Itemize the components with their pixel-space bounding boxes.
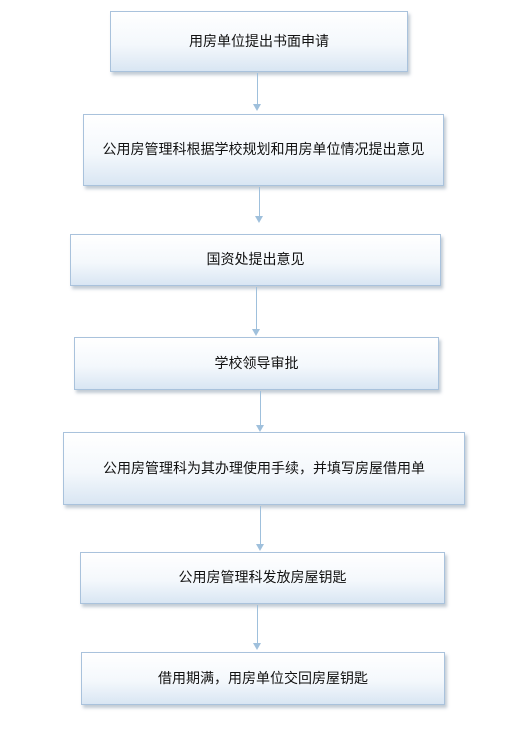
step-box-2: 公用房管理科根据学校规划和用房单位情况提出意见 — [83, 114, 444, 186]
arrowhead-2 — [255, 216, 263, 223]
connector-line-4 — [260, 391, 261, 425]
step-label-3: 国资处提出意见 — [206, 252, 305, 268]
step-box-6: 公用房管理科发放房屋钥匙 — [80, 552, 445, 604]
step-box-5: 公用房管理科为其办理使用手续，并填写房屋借用单 — [63, 432, 465, 505]
step-box-4: 学校领导审批 — [74, 337, 439, 390]
connector-line-3 — [256, 287, 257, 329]
connector-line-6 — [257, 605, 258, 643]
step-label-4: 学校领导审批 — [214, 355, 299, 372]
step-label-5: 公用房管理科为其办理使用手续，并填写房屋借用单 — [103, 460, 425, 477]
connector-line-2 — [259, 187, 260, 216]
arrowhead-4 — [256, 425, 264, 432]
step-label-1: 用房单位提出书面申请 — [189, 33, 329, 50]
step-box-7: 借用期满，用房单位交回房屋钥匙 — [81, 652, 445, 705]
step-box-3: 国资处提出意见 — [70, 234, 441, 286]
connector-line-5 — [260, 506, 261, 544]
arrowhead-3 — [252, 329, 260, 336]
arrowhead-6 — [253, 643, 261, 650]
arrowhead-1 — [253, 104, 261, 111]
step-label-2: 公用房管理科根据学校规划和用房单位情况提出意见 — [102, 142, 425, 158]
step-box-1: 用房单位提出书面申请 — [110, 11, 408, 72]
step-label-6: 公用房管理科发放房屋钥匙 — [178, 570, 347, 586]
arrowhead-5 — [256, 544, 264, 551]
connector-line-1 — [257, 73, 258, 104]
step-label-7: 借用期满，用房单位交回房屋钥匙 — [158, 670, 368, 687]
